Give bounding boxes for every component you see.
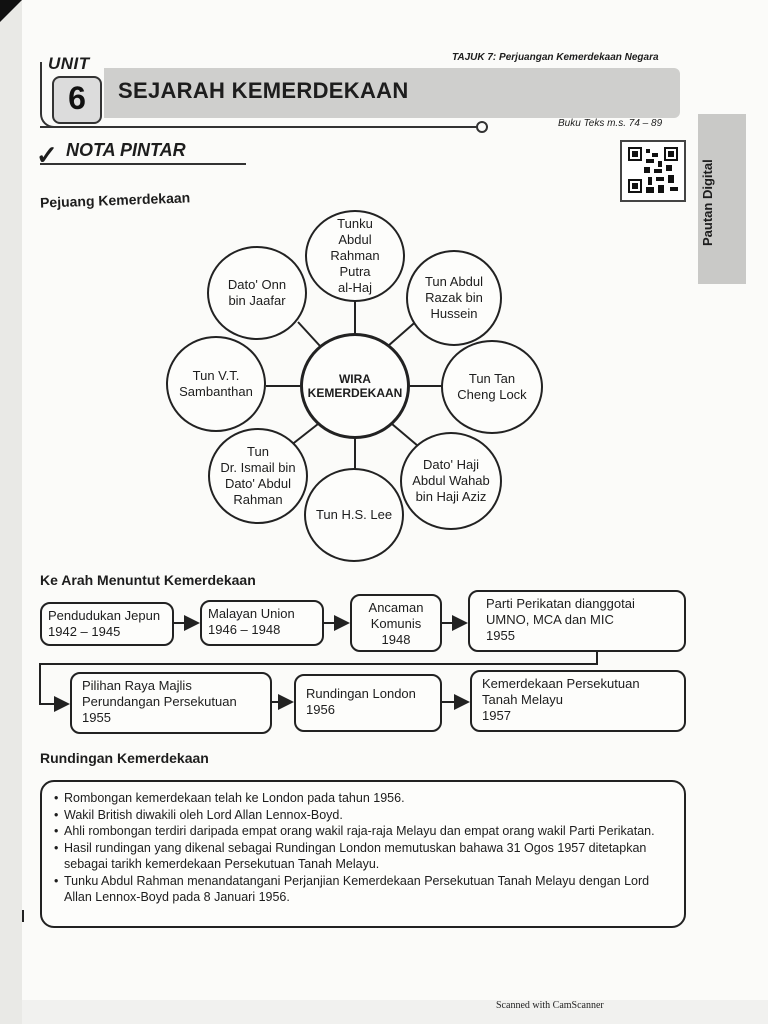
mindmap-node: Tun Abdul Razak bin Hussein (406, 250, 502, 346)
list-item: Wakil British diwakili oleh Lord Allan L… (54, 807, 670, 824)
flow-step: Kemerdekaan Persekutuan Tanah Melayu 195… (470, 670, 686, 732)
mindmap-center: WIRA KEMERDEKAAN (300, 333, 410, 439)
scanner-watermark: Scanned with CamScanner (496, 1000, 604, 1011)
qr-code-icon[interactable] (620, 140, 686, 202)
page-title: SEJARAH KEMERDEKAAN (118, 78, 409, 103)
check-icon: ✓ (36, 140, 58, 170)
list-item: Hasil rundingan yang dikenal sebagai Run… (54, 840, 670, 873)
page-edge (0, 0, 22, 1024)
mindmap-node-label: Tun Dr. Ismail bin Dato' Abdul Rahman (220, 444, 296, 507)
flow-step: Pilihan Raya Majlis Perundangan Persekut… (70, 672, 272, 734)
title-band (104, 68, 680, 118)
unit-number-badge: 6 (52, 76, 102, 124)
unit-label: UNIT (48, 54, 90, 73)
textbook-reference: Buku Teks m.s. 74 – 89 (558, 118, 663, 129)
header-rule-end (476, 121, 488, 133)
mindmap-node-label: Tun Abdul Razak bin Hussein (424, 274, 484, 321)
rundingan-box: Rombongan kemerdekaan telah ke London pa… (40, 780, 686, 928)
mindmap-node: Tun V.T. Sambanthan (166, 336, 266, 432)
tajuk-label: TAJUK 7: Perjuangan Kemerdekaan Negara (452, 52, 659, 63)
rundingan-heading: Rundingan Kemerdekaan (40, 750, 209, 766)
mindmap-node: Tun Tan Cheng Lock (441, 340, 543, 434)
mindmap-node-label: Tun V.T. Sambanthan (179, 368, 253, 399)
list-item: Tunku Abdul Rahman menandatangani Perjan… (54, 873, 670, 906)
mindmap-node: Tun H.S. Lee (304, 468, 404, 562)
mindmap-node-label: Tun Tan Cheng Lock (457, 371, 527, 402)
nota-pintar-heading: NOTA PINTAR (66, 140, 186, 160)
mindmap-node-label: Tun H.S. Lee (315, 507, 393, 522)
mindmap-center-label: WIRA KEMERDEKAAN (307, 372, 403, 400)
flow-step: Pendudukan Jepun 1942 – 1945 (40, 602, 174, 646)
header-rule (40, 126, 480, 128)
side-tab (698, 114, 746, 284)
mindmap-node-label: Dato' Onn bin Jaafar (227, 277, 287, 308)
mindmap-node-label: Tunku Abdul Rahman Putra al-Haj (330, 216, 380, 295)
flow-step: Parti Perikatan dianggotai UMNO, MCA dan… (468, 590, 686, 652)
flow-step: Malayan Union 1946 – 1948 (200, 600, 324, 646)
unit-number: 6 (68, 80, 86, 116)
corner-mark (0, 0, 22, 22)
mindmap-node: Dato' Onn bin Jaafar (207, 246, 307, 340)
nota-underline (40, 163, 246, 165)
mindmap-node: Dato' Haji Abdul Wahab bin Haji Aziz (400, 432, 502, 530)
edge-mark (22, 910, 24, 922)
flow-step: Ancaman Komunis 1948 (350, 594, 442, 652)
mindmap-node: Tun Dr. Ismail bin Dato' Abdul Rahman (208, 428, 308, 524)
list-item: Rombongan kemerdekaan telah ke London pa… (54, 790, 670, 807)
mindmap-node-label: Dato' Haji Abdul Wahab bin Haji Aziz (412, 457, 490, 504)
flow-heading: Ke Arah Menuntut Kemerdekaan (40, 572, 256, 588)
list-item: Ahli rombongan terdiri daripada empat or… (54, 823, 670, 840)
flow-step: Rundingan London 1956 (294, 674, 442, 732)
mindmap-node: Tunku Abdul Rahman Putra al-Haj (305, 210, 405, 302)
